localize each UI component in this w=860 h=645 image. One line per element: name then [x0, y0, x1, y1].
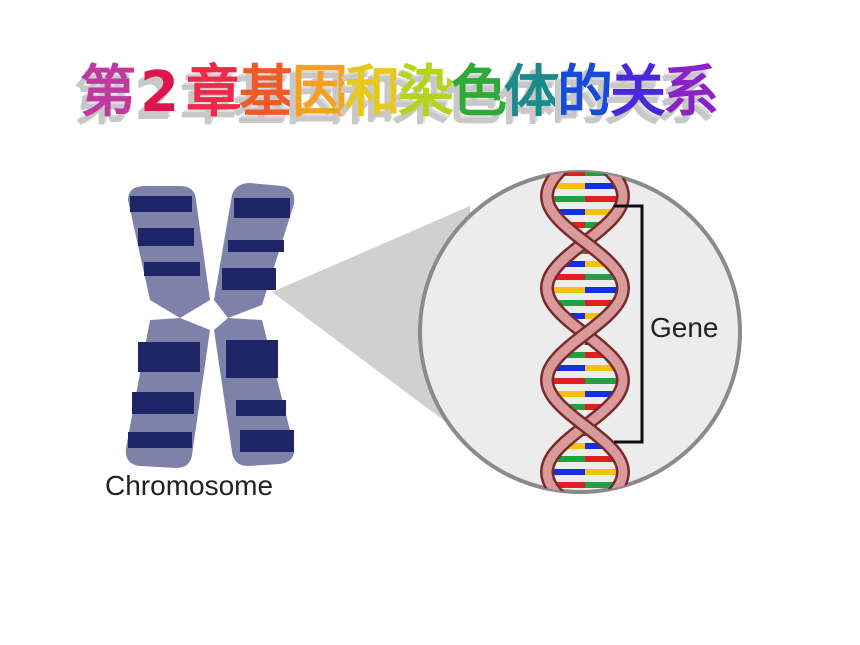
dna-strand	[542, 172, 628, 492]
gene-label: Gene	[650, 312, 719, 343]
zoom-cone	[272, 206, 470, 440]
dna-helix-icon	[539, 172, 631, 492]
title-char: 章	[186, 60, 242, 125]
title-char: 因	[292, 60, 348, 125]
title-char: 基	[239, 60, 295, 125]
title-char: 和	[345, 60, 401, 125]
chromosome-icon	[125, 183, 295, 468]
title-char: 第	[80, 60, 136, 125]
title-char: 染	[398, 60, 454, 125]
title-char: 色	[451, 60, 507, 125]
gene-bracket	[614, 204, 644, 444]
chromosome-label: Chromosome	[105, 470, 274, 501]
title-char: 2	[140, 60, 179, 125]
chromosome-arm-upper-left	[128, 186, 210, 318]
title-char: 的	[557, 60, 613, 125]
title-char: 体	[504, 60, 560, 125]
title-char: 系	[663, 60, 719, 125]
title-char: 关	[610, 60, 666, 125]
